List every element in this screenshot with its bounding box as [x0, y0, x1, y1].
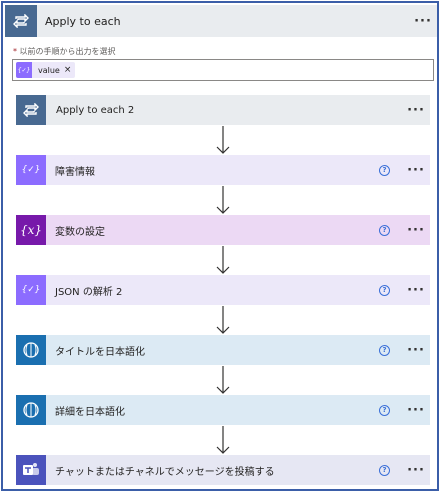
help-icon[interactable]: ? [379, 164, 390, 176]
step-label: タイトルを日本語化 [55, 346, 145, 358]
flow-arrow [216, 426, 230, 454]
step-card-post-teams-message[interactable]: チャットまたはチャネルでメッセージを投稿する ? ··· [16, 455, 430, 485]
more-options-button[interactable]: ··· [407, 222, 425, 238]
data-operation-glyph: {✓} [21, 285, 41, 295]
step-label: Apply to each 2 [56, 104, 135, 116]
loop-icon [16, 95, 46, 125]
step-card-set-variable[interactable]: {x} 変数の設定 ? ··· [16, 215, 430, 245]
help-icon[interactable]: ? [379, 224, 390, 236]
teams-icon [16, 455, 46, 485]
translator-icon [16, 335, 46, 365]
data-operation-icon: {✓} [16, 62, 32, 78]
select-output-field[interactable]: {✓} value × [12, 59, 434, 81]
variable-icon: {x} [16, 215, 46, 245]
required-mark: * [13, 47, 17, 56]
select-output-label: * 以前の手順から出力を選択 [13, 46, 116, 57]
flow-arrow [216, 246, 230, 274]
more-options-button[interactable]: ··· [407, 102, 425, 118]
data-operation-icon: {✓} [16, 155, 46, 185]
more-options-button[interactable]: ··· [407, 342, 425, 358]
step-label: 詳細を日本語化 [55, 406, 125, 418]
loop-icon [5, 5, 37, 37]
select-output-label-text: 以前の手順から出力を選択 [19, 47, 116, 56]
more-options-button[interactable]: ··· [407, 282, 425, 298]
step-card-parse-json[interactable]: {✓} JSON の解析 2 ? ··· [16, 275, 430, 305]
step-card-incident-info[interactable]: {✓} 障害情報 ? ··· [16, 155, 430, 185]
step-card-translate-details[interactable]: 詳細を日本語化 ? ··· [16, 395, 430, 425]
translator-icon [16, 395, 46, 425]
value-token[interactable]: {✓} value × [16, 62, 76, 78]
more-options-button[interactable]: ··· [414, 13, 432, 29]
token-label: value [38, 65, 60, 75]
flow-arrow [216, 126, 230, 154]
help-icon[interactable]: ? [379, 344, 390, 356]
step-label: 障害情報 [55, 166, 95, 178]
apply-to-each-title: Apply to each [45, 14, 121, 28]
data-operation-glyph: {✓} [17, 66, 31, 74]
help-icon[interactable]: ? [379, 464, 390, 476]
step-label: JSON の解析 2 [55, 286, 123, 298]
flow-arrow [216, 186, 230, 214]
more-options-button[interactable]: ··· [407, 402, 425, 418]
step-label: 変数の設定 [55, 226, 105, 238]
apply-to-each-2-card[interactable]: Apply to each 2 ··· [16, 95, 430, 125]
remove-token-icon[interactable]: × [63, 65, 72, 75]
more-options-button[interactable]: ··· [407, 462, 425, 478]
flow-arrow [216, 366, 230, 394]
more-options-button[interactable]: ··· [407, 162, 425, 178]
help-icon[interactable]: ? [379, 284, 390, 296]
flow-arrow [216, 306, 230, 334]
apply-to-each-header[interactable]: Apply to each ··· [5, 5, 437, 37]
help-icon[interactable]: ? [379, 404, 390, 416]
variable-glyph: {x} [19, 223, 43, 237]
data-operation-glyph: {✓} [21, 165, 41, 175]
step-label: チャットまたはチャネルでメッセージを投稿する [55, 466, 275, 478]
data-operation-icon: {✓} [16, 275, 46, 305]
step-card-translate-title[interactable]: タイトルを日本語化 ? ··· [16, 335, 430, 365]
